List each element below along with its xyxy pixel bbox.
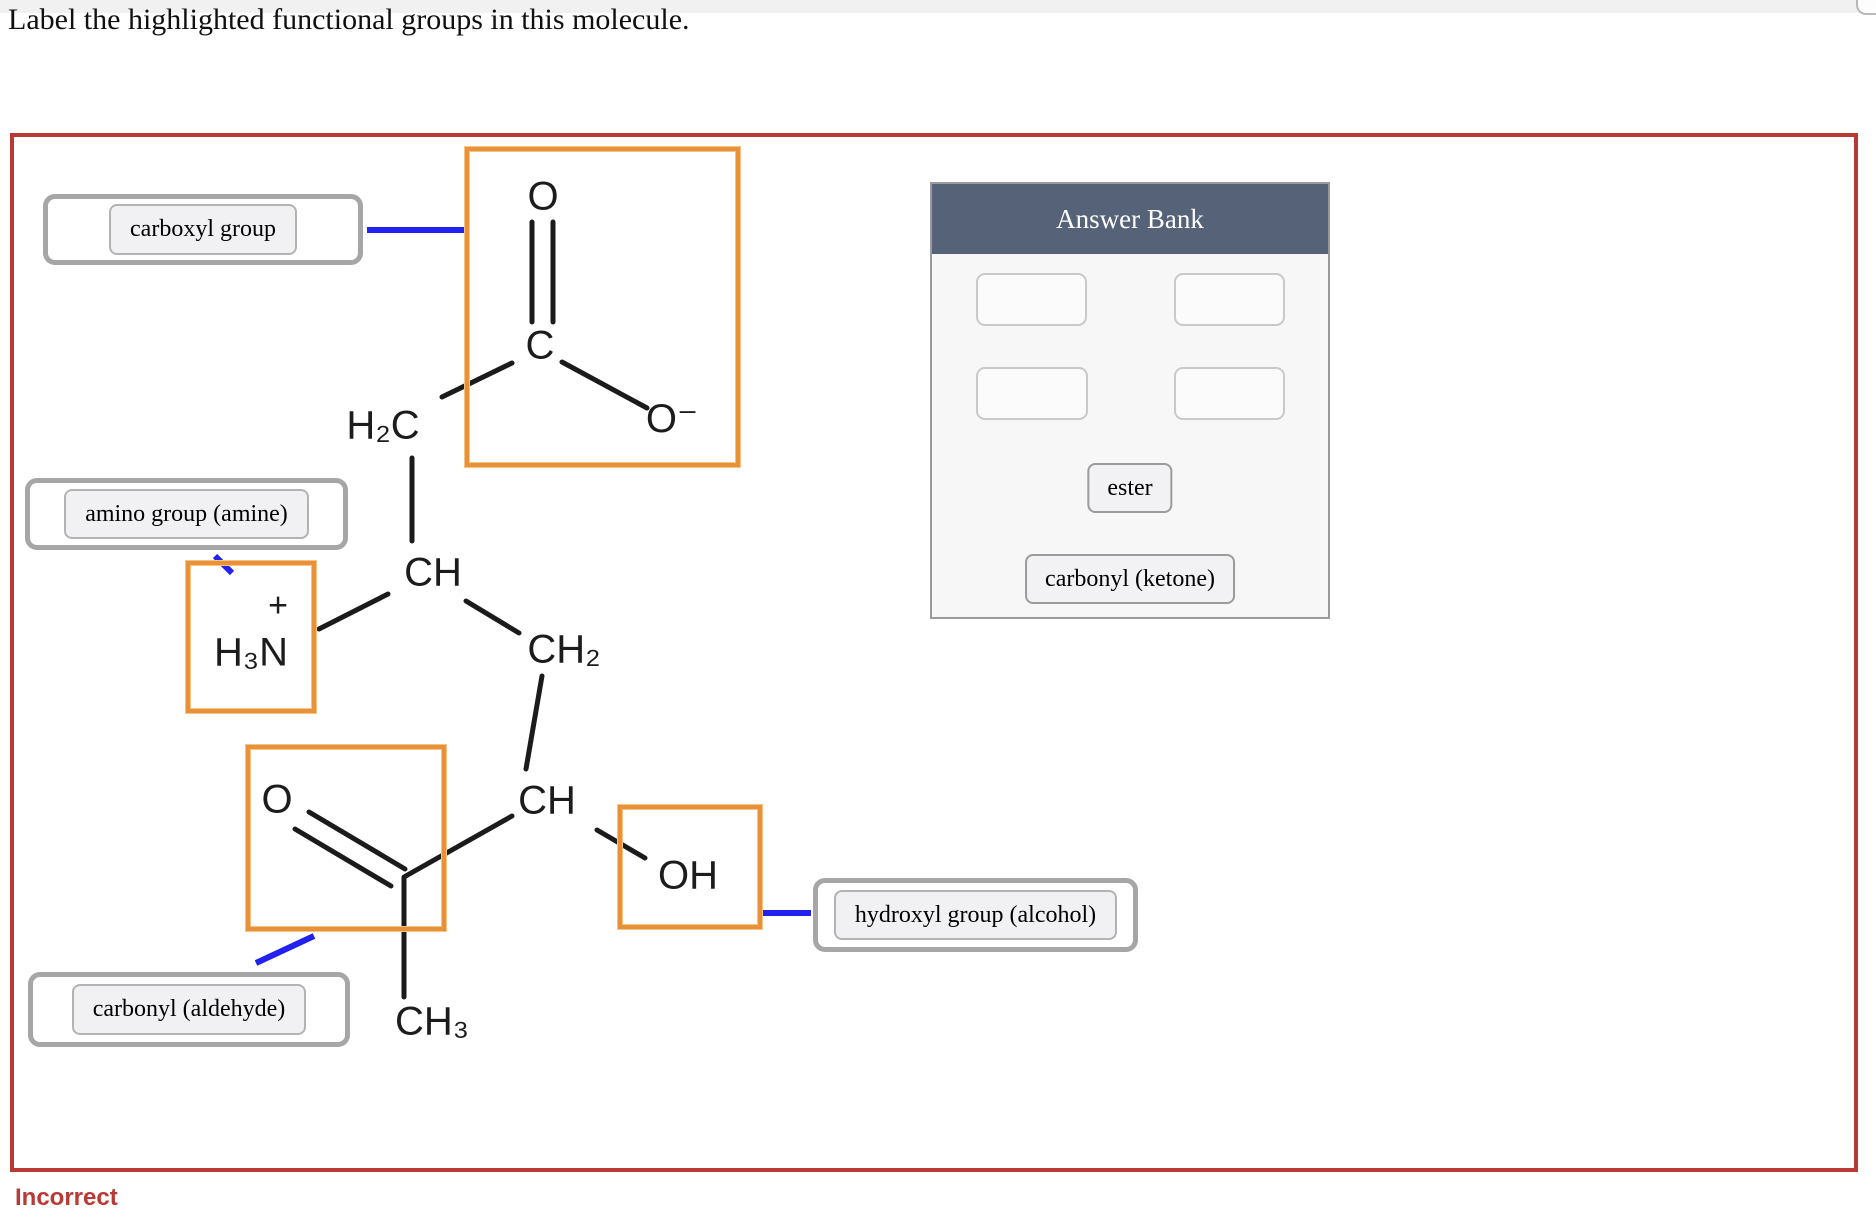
bank-chip-carbonyl-ketone[interactable]: carbonyl (ketone)	[1025, 554, 1235, 605]
dropzone-carboxyl[interactable]: carboxyl group	[43, 194, 363, 265]
atom-oxygen-top: O	[527, 174, 559, 219]
highlight-carboxyl-group	[465, 147, 740, 467]
answer-bank-empty-slot	[976, 273, 1087, 326]
label-chip-hydroxyl[interactable]: hydroxyl group (alcohol)	[833, 889, 1118, 941]
label-chip-amino[interactable]: amino group (amine)	[64, 488, 309, 540]
atom-carbon-carboxyl: C	[525, 323, 555, 368]
atom-h3n: H₃N	[213, 630, 289, 675]
bank-chip-ester[interactable]: ester	[1087, 463, 1173, 514]
label-chip-aldehyde[interactable]: carbonyl (aldehyde)	[71, 984, 307, 1035]
highlight-carbonyl-group	[246, 745, 446, 931]
dropzone-aldehyde[interactable]: carbonyl (aldehyde)	[28, 972, 350, 1047]
highlight-hydroxyl-group	[618, 805, 762, 929]
answer-bank-empty-slot	[976, 367, 1088, 420]
grading-status: Incorrect	[15, 1184, 118, 1211]
answer-bank-empty-slot	[1174, 273, 1285, 326]
top-chrome-strip	[0, 0, 1876, 13]
atom-ch-upper: CH	[404, 550, 462, 595]
answer-bank-panel: Answer Bank ester carbonyl (ketone)	[930, 182, 1330, 619]
atom-ch-lower: CH	[518, 778, 576, 823]
top-right-partial-button	[1856, 0, 1876, 15]
question-prompt: Label the highlighted functional groups …	[8, 3, 690, 36]
atom-oxygen-aldehyde: O	[261, 777, 293, 822]
atom-oh: OH	[658, 853, 718, 898]
atom-ch2: CH₂	[527, 627, 601, 672]
answer-bank-empty-slot	[1174, 367, 1285, 420]
dropzone-hydroxyl[interactable]: hydroxyl group (alcohol)	[813, 878, 1138, 952]
atom-oxygen-minus: O⁻	[645, 397, 699, 441]
dropzone-amino[interactable]: amino group (amine)	[25, 478, 348, 550]
answer-bank-header: Answer Bank	[932, 184, 1328, 254]
atom-h2c: H₂C	[346, 403, 420, 448]
atom-ch3: CH₃	[394, 999, 470, 1044]
label-chip-carboxyl[interactable]: carboxyl group	[109, 204, 297, 255]
highlight-amino-group	[186, 561, 316, 713]
atom-plus-charge: +	[268, 586, 288, 625]
